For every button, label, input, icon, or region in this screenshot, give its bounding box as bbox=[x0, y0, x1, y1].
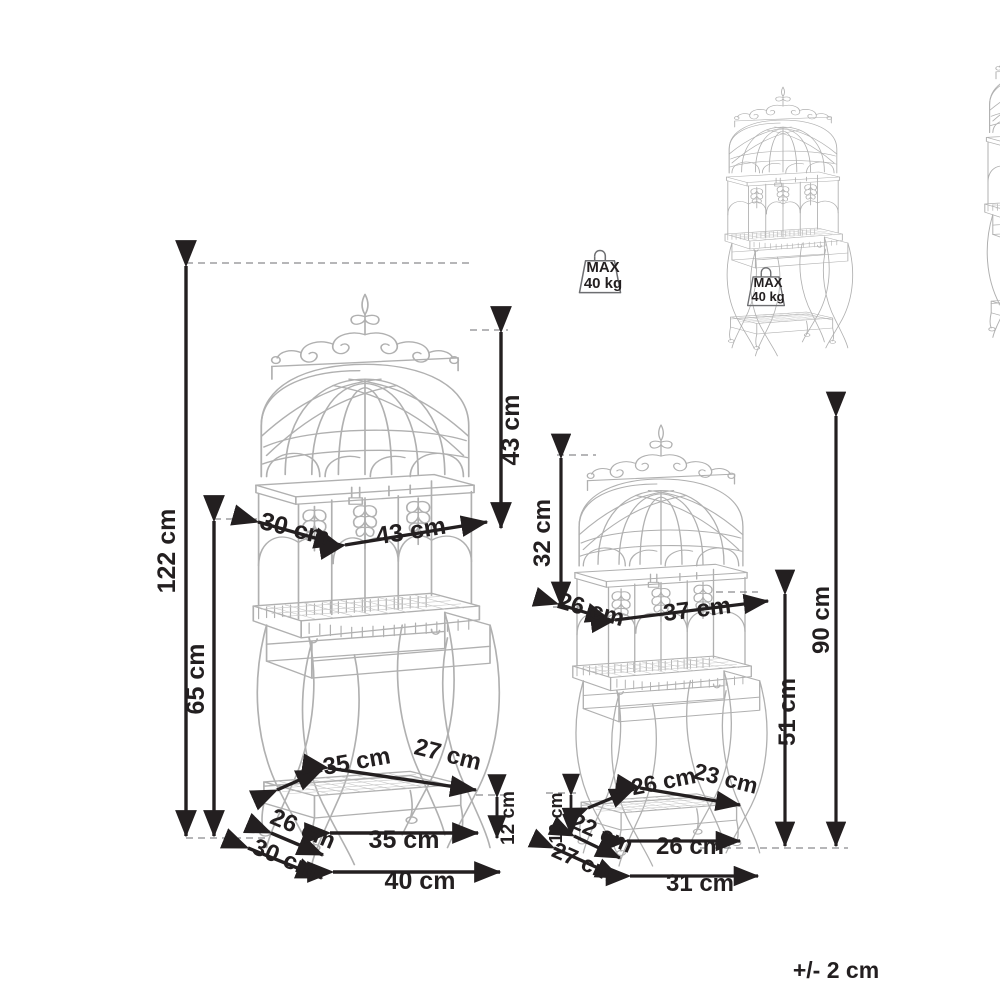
label-27cm-shelf: 27 cm bbox=[412, 733, 485, 776]
dim-23cm-shelf-arrow bbox=[614, 773, 742, 812]
thumbnail-large-stand: MAX 40 kg bbox=[578, 31, 1000, 348]
figure-small-cage-stand bbox=[572, 424, 768, 867]
thumbnail-small-stand: MAX 40 kg bbox=[724, 86, 854, 357]
tolerance-note: +/- 2 cm bbox=[793, 957, 879, 983]
figure-large-cage-stand bbox=[252, 293, 501, 866]
max-label-1: MAX bbox=[754, 275, 783, 290]
max-load-badge-large: MAX 40 kg bbox=[578, 249, 622, 294]
label-122cm: 122 cm bbox=[153, 509, 181, 594]
label-30cm-tray: 30 cm bbox=[257, 507, 333, 551]
label-26cm-tray: 26 cm bbox=[555, 587, 628, 632]
label-35cm-base: 35 cm bbox=[369, 826, 440, 854]
label-23cm-shelf: 23 cm bbox=[691, 758, 761, 799]
label-32cm: 32 cm bbox=[529, 499, 556, 567]
dimension-arrows-small bbox=[527, 391, 847, 887]
label-40cm-base: 40 cm bbox=[385, 867, 456, 895]
label-37cm-tray: 37 cm bbox=[662, 592, 733, 627]
max-label-2: 40 kg bbox=[751, 289, 784, 304]
label-12cm: 12 cm bbox=[498, 791, 519, 845]
label-26cm-base: 26 cm bbox=[656, 833, 724, 860]
label-10cm: 10 cm bbox=[546, 792, 566, 843]
max-load-badge-small: MAX 40 kg bbox=[746, 267, 786, 307]
max-label-2: 40 kg bbox=[584, 275, 622, 292]
dim-27cm-shelf-arrow bbox=[300, 753, 478, 797]
label-43cm-height: 43 cm bbox=[497, 395, 525, 466]
label-51cm: 51 cm bbox=[774, 678, 801, 746]
dim-37cm-tray-arrow bbox=[589, 593, 770, 634]
label-43cm-tray: 43 cm bbox=[374, 512, 448, 551]
label-90cm: 90 cm bbox=[808, 586, 835, 654]
dimension-arrows-large bbox=[175, 240, 512, 883]
max-label-1: MAX bbox=[586, 259, 619, 276]
dim-43cm-tray-arrow bbox=[317, 515, 489, 560]
label-31cm-base: 31 cm bbox=[666, 870, 734, 897]
witness-lines-small bbox=[546, 454, 848, 849]
label-65cm: 65 cm bbox=[182, 644, 210, 715]
